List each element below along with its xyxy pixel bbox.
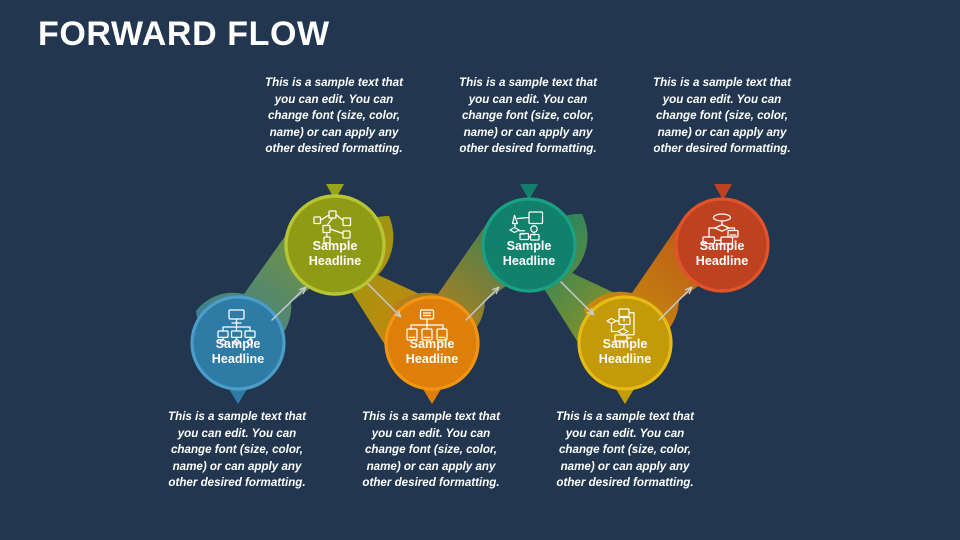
arrow-1-2 bbox=[271, 288, 305, 321]
node-5-circle[interactable] bbox=[577, 295, 673, 391]
pointer-node-6 bbox=[714, 184, 732, 200]
arrow-5-6 bbox=[658, 288, 691, 321]
hierarchy-diagram-icon bbox=[702, 213, 739, 245]
flowchart-process-icon bbox=[509, 211, 544, 241]
caption-node-2: This is a sample text that you can edit.… bbox=[265, 76, 403, 156]
arrow-group bbox=[271, 281, 691, 321]
node-3-circle[interactable] bbox=[384, 295, 480, 391]
org-chart-monitor-icon bbox=[217, 309, 256, 346]
arrow-3-4 bbox=[465, 288, 498, 321]
arrow-4-5 bbox=[560, 281, 593, 314]
pointer-group bbox=[229, 184, 732, 404]
pointer-node-3 bbox=[423, 389, 441, 404]
pointer-node-4 bbox=[520, 184, 538, 200]
caption-node-3: This is a sample text that you can edit.… bbox=[362, 410, 500, 490]
flowchart-decision-icon bbox=[606, 308, 635, 342]
network-nodes-icon bbox=[313, 210, 352, 244]
caption-node-6: This is a sample text that you can edit.… bbox=[653, 76, 791, 156]
arrow-2-3 bbox=[367, 283, 400, 316]
pointer-node-1 bbox=[229, 389, 247, 404]
caption-node-5: This is a sample text that you can edit.… bbox=[556, 410, 694, 490]
caption-node-1: This is a sample text that you can edit.… bbox=[168, 410, 306, 490]
caption-node-4: This is a sample text that you can edit.… bbox=[459, 76, 597, 156]
pointer-node-5 bbox=[616, 389, 634, 404]
node-2-circle[interactable] bbox=[284, 194, 386, 296]
node-circle-group bbox=[190, 194, 770, 391]
node-6-circle[interactable] bbox=[674, 197, 770, 293]
node-1-circle[interactable] bbox=[190, 295, 286, 391]
page-title: FORWARD FLOW bbox=[38, 15, 330, 53]
node-4-circle[interactable] bbox=[481, 197, 577, 293]
pointer-node-2 bbox=[326, 184, 344, 200]
computer-network-tree-icon bbox=[406, 309, 448, 341]
